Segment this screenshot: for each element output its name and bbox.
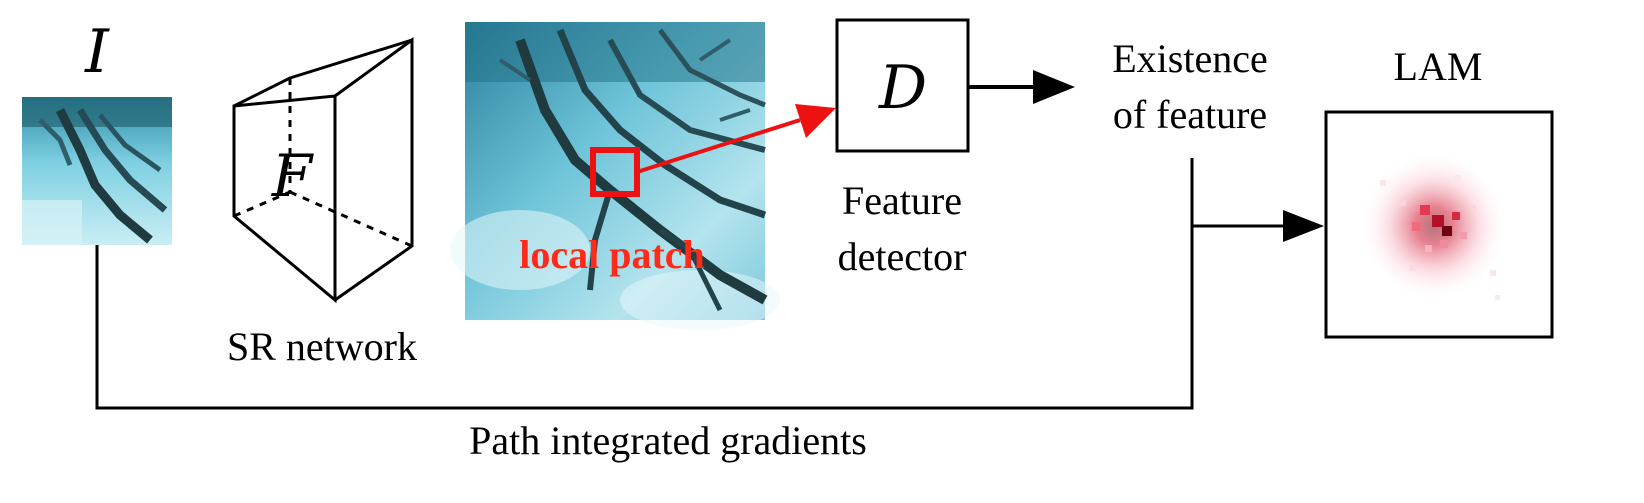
sr-output-image bbox=[450, 22, 780, 330]
detector-to-existence-arrow bbox=[968, 70, 1075, 104]
path-label: Path integrated gradients bbox=[469, 418, 867, 463]
input-symbol: I bbox=[84, 17, 110, 87]
sr-network-prism bbox=[232, 37, 414, 304]
existence-line1: Existence bbox=[1112, 36, 1268, 81]
lam-title: LAM bbox=[1394, 44, 1483, 89]
existence-line2: of feature bbox=[1113, 92, 1267, 137]
lam-heatmap bbox=[1324, 110, 1554, 339]
input-image bbox=[22, 97, 172, 245]
detector-label-line2: detector bbox=[838, 234, 967, 279]
detector-symbol: D bbox=[878, 53, 927, 123]
local-patch-label: local patch bbox=[519, 232, 705, 277]
patch-to-detector-arrow bbox=[636, 104, 836, 174]
detector-label-line1: Feature bbox=[842, 178, 962, 223]
network-symbol: F bbox=[271, 142, 314, 210]
to-lam-arrow bbox=[1192, 210, 1324, 242]
gradient-path-line bbox=[95, 158, 1194, 410]
network-label: SR network bbox=[227, 324, 417, 369]
